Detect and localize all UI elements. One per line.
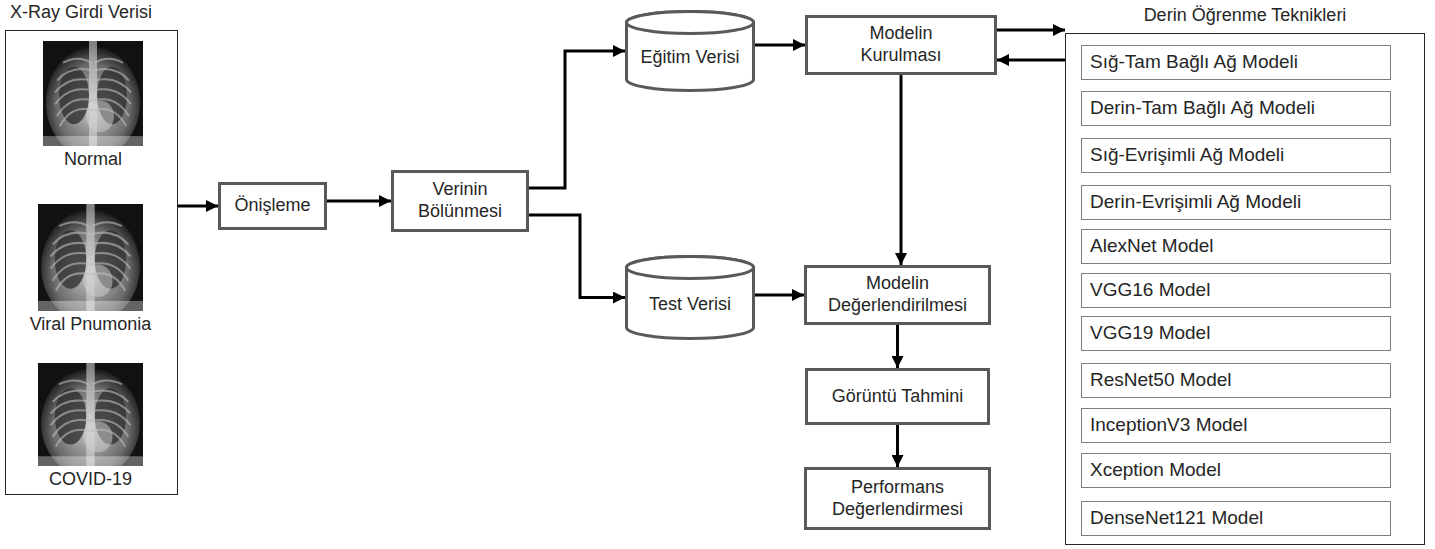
node-label: ResNet50 Model <box>1090 369 1232 392</box>
node-label: Önişleme <box>234 195 310 217</box>
node-label: Modelin Değerlendirilmesi <box>813 273 982 316</box>
node-label: Modelin Kurulması <box>841 23 961 66</box>
node-label: Görüntü Tahmini <box>832 386 964 408</box>
flow-arrow <box>529 215 625 298</box>
node-label: DenseNet121 Model <box>1090 507 1263 530</box>
xray-image: Normal <box>43 41 143 146</box>
cylinder-body <box>627 257 754 339</box>
node-label: Performans Değerlendirmesi <box>813 477 982 520</box>
panel-heading: Derin Öğrenme Teknikleri <box>1144 5 1347 27</box>
xray-image: COVID-19 <box>38 363 143 466</box>
image-caption: Normal <box>64 149 122 171</box>
flow-arrow <box>900 75 903 265</box>
process-box: Görüntü Tahmini <box>805 368 990 425</box>
flow-arrow <box>997 29 1065 32</box>
node-label: Eğitim Verisi <box>640 47 739 69</box>
flow-arrow <box>896 325 899 368</box>
xray-illustration <box>38 204 143 323</box>
node-label: Derin-Tam Bağlı Ağ Modeli <box>1090 97 1315 120</box>
cylinder-top <box>627 257 754 279</box>
flow-arrow <box>178 205 218 208</box>
process-box: Modelin Değerlendirilmesi <box>804 265 991 325</box>
xray-picture <box>38 204 143 311</box>
input-panel: X-Ray Girdi VerisiNormalViral PnumoniaCO… <box>5 30 178 495</box>
flow-arrow <box>327 200 391 203</box>
node-label: Sığ-Tam Bağlı Ağ Modeli <box>1090 51 1298 74</box>
model-item: ResNet50 Model <box>1081 363 1391 398</box>
xray-illustration <box>43 41 143 158</box>
xray-image: Viral Pnumonia <box>38 204 143 311</box>
process-box: Modelin Kurulması <box>805 15 997 75</box>
panel-heading: X-Ray Girdi Verisi <box>10 2 152 24</box>
model-item: Derin-Tam Bağlı Ağ Modeli <box>1081 91 1391 126</box>
flow-arrow <box>529 51 625 188</box>
model-item: Sığ-Evrişimli Ağ Modeli <box>1081 138 1391 173</box>
model-item: VGG16 Model <box>1081 273 1391 308</box>
model-item: Derin-Evrişimli Ağ Modeli <box>1081 185 1391 220</box>
flow-arrow <box>755 44 805 47</box>
node-label: InceptionV3 Model <box>1090 414 1247 437</box>
model-panel: Derin Öğrenme TeknikleriSığ-Tam Bağlı Ağ… <box>1065 33 1425 545</box>
flow-arrow <box>755 294 804 297</box>
xray-picture <box>43 41 143 146</box>
model-item: DenseNet121 Model <box>1081 501 1391 536</box>
node-label: Test Verisi <box>649 294 731 316</box>
xray-picture <box>38 363 143 466</box>
node-label: Sığ-Evrişimli Ağ Modeli <box>1090 144 1284 167</box>
data-cylinder: Test Verisi <box>625 255 755 340</box>
model-item: AlexNet Model <box>1081 229 1391 264</box>
data-cylinder: Eğitim Verisi <box>625 10 755 92</box>
node-label: VGG16 Model <box>1090 279 1210 302</box>
process-box: Önişleme <box>218 182 327 230</box>
node-label: Xception Model <box>1090 459 1221 482</box>
process-box: Verinin Bölünmesi <box>391 170 529 232</box>
xray-illustration <box>38 363 143 478</box>
node-label: VGG19 Model <box>1090 322 1210 345</box>
model-item: VGG19 Model <box>1081 316 1391 351</box>
image-caption: COVID-19 <box>49 469 132 491</box>
model-item: Xception Model <box>1081 453 1391 488</box>
model-item: Sığ-Tam Bağlı Ağ Modeli <box>1081 45 1391 80</box>
image-caption: Viral Pnumonia <box>30 314 152 336</box>
node-label: AlexNet Model <box>1090 235 1214 258</box>
node-label: Verinin Bölünmesi <box>400 179 520 222</box>
cylinder-top <box>627 12 754 34</box>
flow-arrow <box>997 59 1065 62</box>
model-item: InceptionV3 Model <box>1081 408 1391 443</box>
cylinder-body <box>627 12 754 91</box>
node-label: Derin-Evrişimli Ağ Modeli <box>1090 191 1301 214</box>
process-box: Performans Değerlendirmesi <box>804 467 991 530</box>
flow-arrow <box>896 425 899 467</box>
